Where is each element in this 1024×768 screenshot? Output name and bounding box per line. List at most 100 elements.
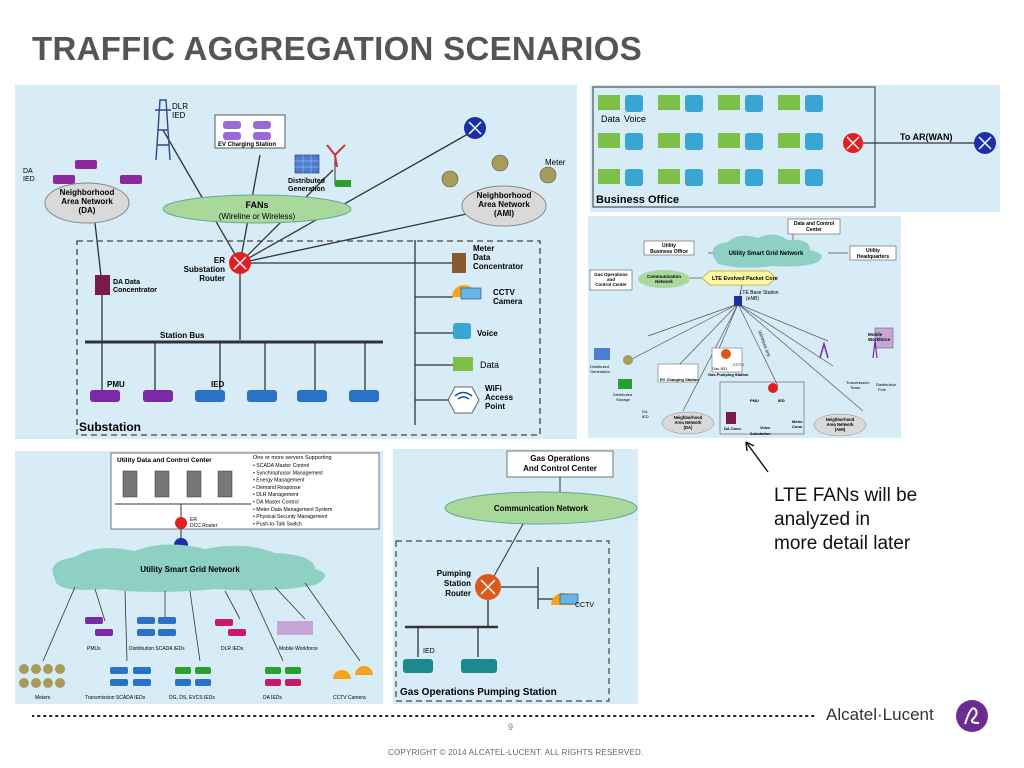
s-mdc1-text: Meter [473, 244, 494, 253]
callout-arrow [745, 441, 769, 473]
voice-phone-icon [453, 323, 471, 339]
s-dadc1-text: DA Data [113, 279, 140, 286]
data-icon [453, 357, 473, 371]
da-ied-icons [53, 160, 142, 184]
wifi-access-point-icon [447, 386, 480, 414]
server-icons [122, 470, 233, 498]
s-pmu-text: PMU [107, 380, 125, 389]
office-data-device-icon [778, 133, 800, 148]
fans-ellipse [162, 194, 352, 224]
s-mdc2-text: Data [473, 253, 491, 262]
l-bs2-text: (eNB) [746, 296, 759, 302]
l-nam3-text: (AMI) [835, 427, 846, 432]
s-bus-text: Station Bus [160, 331, 205, 340]
b-toar-text: To AR(WAN) [900, 132, 952, 142]
lte-substation-box [719, 381, 805, 435]
l-bs1-text: LTE Base Station [740, 290, 779, 296]
office-data-device-icon [598, 95, 620, 110]
office-phone-icon [745, 133, 763, 150]
l-dp1-text: Distribution [876, 382, 896, 387]
s-dg1-text: Distributed [288, 178, 325, 185]
u-g8-text: CCTV Camera [333, 695, 366, 701]
l-tt1-text: Transmission [846, 380, 870, 385]
u-g7-text: DA IEDs [263, 695, 282, 701]
page-number: 9 [508, 722, 514, 732]
l-pc-text: Packet Core [746, 276, 778, 282]
l-tt2-text: Tower [850, 385, 861, 390]
ev-charging-station-icon [214, 114, 286, 149]
u-g5-text: Transmission SCADA IEDs [85, 695, 146, 701]
business-office-diagram: Data Voice To AR(WAN) Business Office [592, 86, 996, 208]
gas-ied-icons [403, 659, 497, 673]
callout-line-2: analyzed in [774, 509, 871, 530]
gas-cctv-icon [551, 593, 579, 605]
service-item: • Synchrophasor Management [253, 470, 323, 476]
l-wl-text: Wireless link [756, 330, 771, 359]
s-nanami1-text: Neighborhood [477, 191, 532, 200]
service-item: • DLR Management [253, 492, 299, 498]
l-ev-text: EV Charging Station [660, 377, 699, 382]
lte-nan-ami-ellipse [813, 413, 867, 437]
b-name-text: Business Office [596, 194, 679, 206]
lte-smart-grid-cloud [712, 234, 822, 268]
l-dcc1-text: Data and Control [794, 221, 835, 227]
l-dac-text: DA Conc. [724, 426, 742, 431]
l-dg1-text: Distributed [590, 364, 609, 369]
s-er3-text: Router [199, 274, 225, 283]
l-mw2-text: Workforce [868, 337, 891, 342]
nan-da-ellipse [44, 182, 130, 224]
office-phone-icon [685, 169, 703, 186]
s-cctv1-text: CCTV [493, 288, 515, 297]
s-nanami2-text: Area Network [478, 200, 530, 209]
s-fans-text: FANs [245, 200, 268, 210]
office-data-device-icon [718, 133, 740, 148]
gas-comm-network-ellipse [444, 491, 638, 525]
service-item: • Energy Management [253, 478, 305, 484]
s-dg2-text: Generation [288, 186, 325, 193]
g-ied-text: IED [423, 648, 435, 655]
s-meter-text: Meter [545, 158, 566, 167]
l-daied1-text: DA [642, 409, 648, 414]
svg-text:LTE Base Station(eNB): LTE Base Station(eNB) [740, 290, 779, 302]
l-pmu-text: PMU [750, 398, 759, 403]
alcatel-lucent-logo [956, 700, 988, 732]
l-ds2-text: Storage [616, 397, 631, 402]
s-voice-text: Voice [477, 329, 498, 338]
office-phone-icon [685, 133, 703, 150]
s-nanda1-text: Neighborhood [60, 188, 115, 197]
l-nda1-text: Neighborhood [674, 415, 703, 420]
service-item: • Physical Security Management [253, 514, 328, 520]
callout-line-1: LTE FANs will be [774, 485, 918, 506]
slide-title: TRAFFIC AGGREGATION SCENARIOS [32, 30, 643, 67]
l-nda3-text: (DA) [684, 425, 693, 430]
office-phone-icon [685, 95, 703, 112]
g-pr1-text: Pumping [437, 569, 471, 578]
transmission-tower-icon [155, 99, 171, 161]
l-ied-text: IED [778, 398, 785, 403]
s-fanssub-text: (Wireline or Wireless) [219, 212, 296, 221]
s-nanami3-text: (AMI) [494, 209, 514, 218]
office-data-device-icon [718, 169, 740, 184]
l-dp2-text: Pole [878, 387, 887, 392]
l-nda2-text: Area Network [675, 420, 703, 425]
office-phone-icon [625, 133, 643, 150]
u-er2-text: DCC Router [190, 523, 218, 529]
l-nam1-text: Neighborhood [826, 417, 855, 422]
s-dlr2-text: IED [172, 111, 186, 120]
l-ubo1-text: Utility [662, 243, 676, 249]
s-er1-text: ER [214, 256, 225, 265]
g-pr2-text: Station [444, 579, 471, 588]
